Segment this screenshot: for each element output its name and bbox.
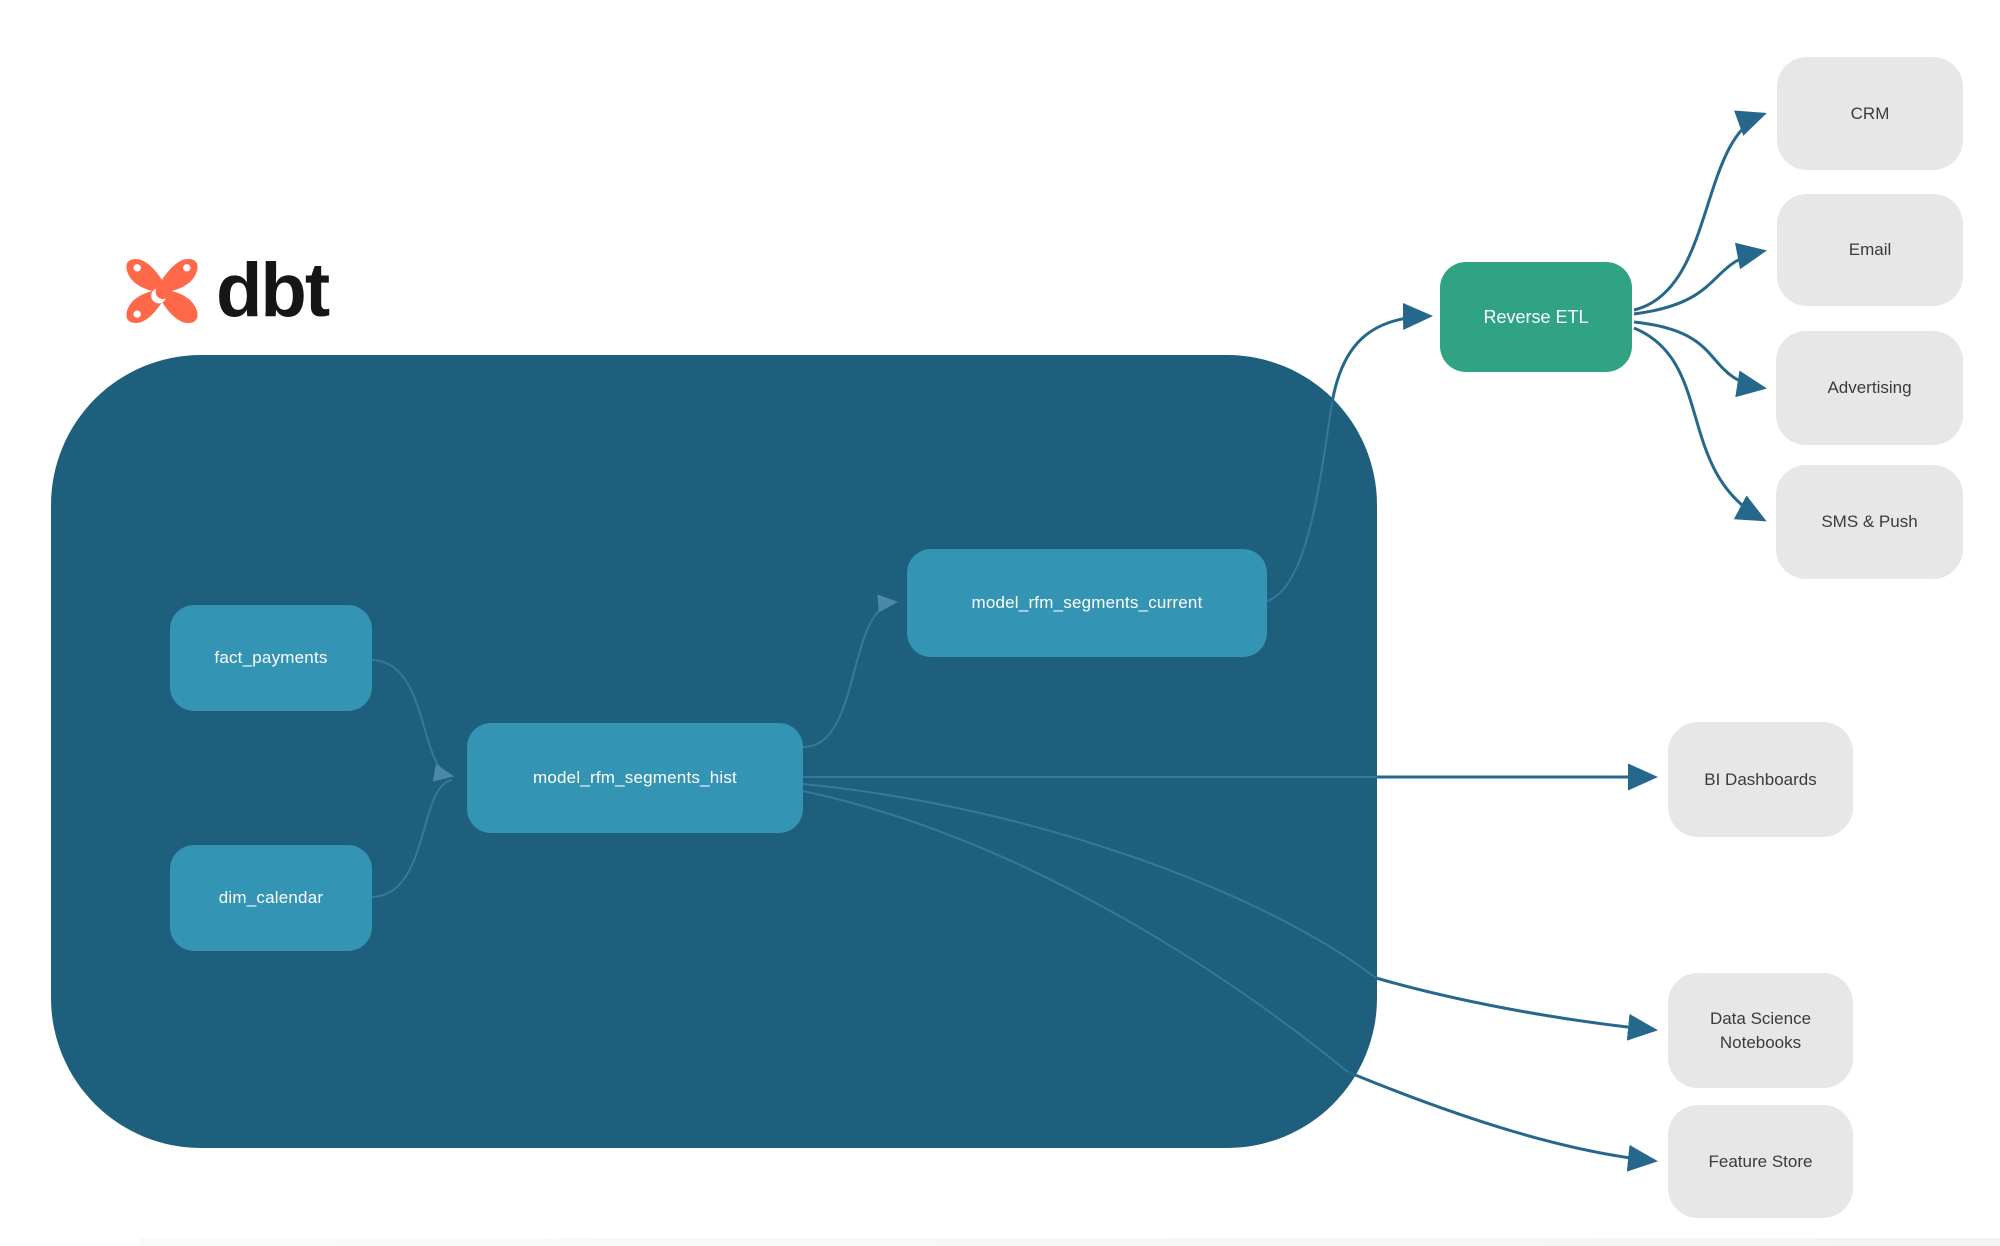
edge-hist-to-datascience-inner [802, 783, 1377, 979]
edge-reverse-etl-to-sms [1633, 326, 1767, 522]
node-reverse-etl: Reverse ETL [1440, 262, 1632, 372]
dbt-logo-icon [126, 259, 198, 323]
edge-reverse-etl-to-crm [1633, 110, 1767, 312]
dbt-wordmark: dbt [216, 248, 330, 333]
edge-dim-to-hist [371, 779, 453, 898]
edge-hist-to-current [802, 594, 898, 749]
edge-hist-to-featurestore [1347, 1070, 1658, 1172]
node-dim-calendar: dim_calendar [170, 845, 372, 951]
node-model-rfm-segments-hist-label: model_rfm_segments_hist [533, 768, 737, 787]
destination-crm-label: CRM [1850, 103, 1890, 123]
destination-feature-store: Feature Store [1668, 1105, 1853, 1218]
destination-data-science-notebooks: Data Science Notebooks [1668, 973, 1853, 1088]
destination-feature-store-label: Feature Store [1708, 1151, 1813, 1171]
edge-reverse-etl-to-advertising [1633, 320, 1767, 398]
destination-advertising-label: Advertising [1827, 378, 1912, 398]
destination-email: Email [1777, 194, 1963, 306]
destination-advertising: Advertising [1776, 331, 1963, 445]
page-bottom-edge [140, 1238, 2000, 1246]
destination-bi-dashboards: BI Dashboards [1668, 722, 1853, 837]
edge-fact-to-hist [371, 659, 454, 782]
node-fact-payments-label: fact_payments [214, 648, 328, 667]
node-model-rfm-segments-current-label: model_rfm_segments_current [971, 593, 1203, 612]
destination-data-science-notebooks-label: Data Science Notebooks [1709, 1008, 1812, 1052]
edge-reverse-etl-to-email [1633, 242, 1767, 316]
node-dim-calendar-label: dim_calendar [218, 888, 324, 907]
edge-hist-to-featurestore-inner [802, 790, 1349, 1073]
node-model-rfm-segments-current: model_rfm_segments_current [907, 549, 1267, 657]
destination-crm: CRM [1777, 57, 1963, 170]
node-model-rfm-segments-hist: model_rfm_segments_hist [467, 723, 803, 833]
destination-sms-push-label: SMS & Push [1821, 512, 1918, 532]
dbt-logo: dbt [122, 248, 330, 333]
node-fact-payments: fact_payments [170, 605, 372, 711]
edge-hist-to-datascience [1375, 976, 1658, 1041]
destination-sms-push: SMS & Push [1776, 465, 1963, 579]
edge-current-to-reverse-etl-inner [1266, 402, 1333, 602]
destination-bi-dashboards-label: BI Dashboards [1704, 769, 1817, 789]
node-reverse-etl-label: Reverse ETL [1483, 306, 1589, 327]
edge-current-to-reverse-etl [1330, 302, 1433, 404]
destination-email-label: Email [1848, 240, 1892, 260]
